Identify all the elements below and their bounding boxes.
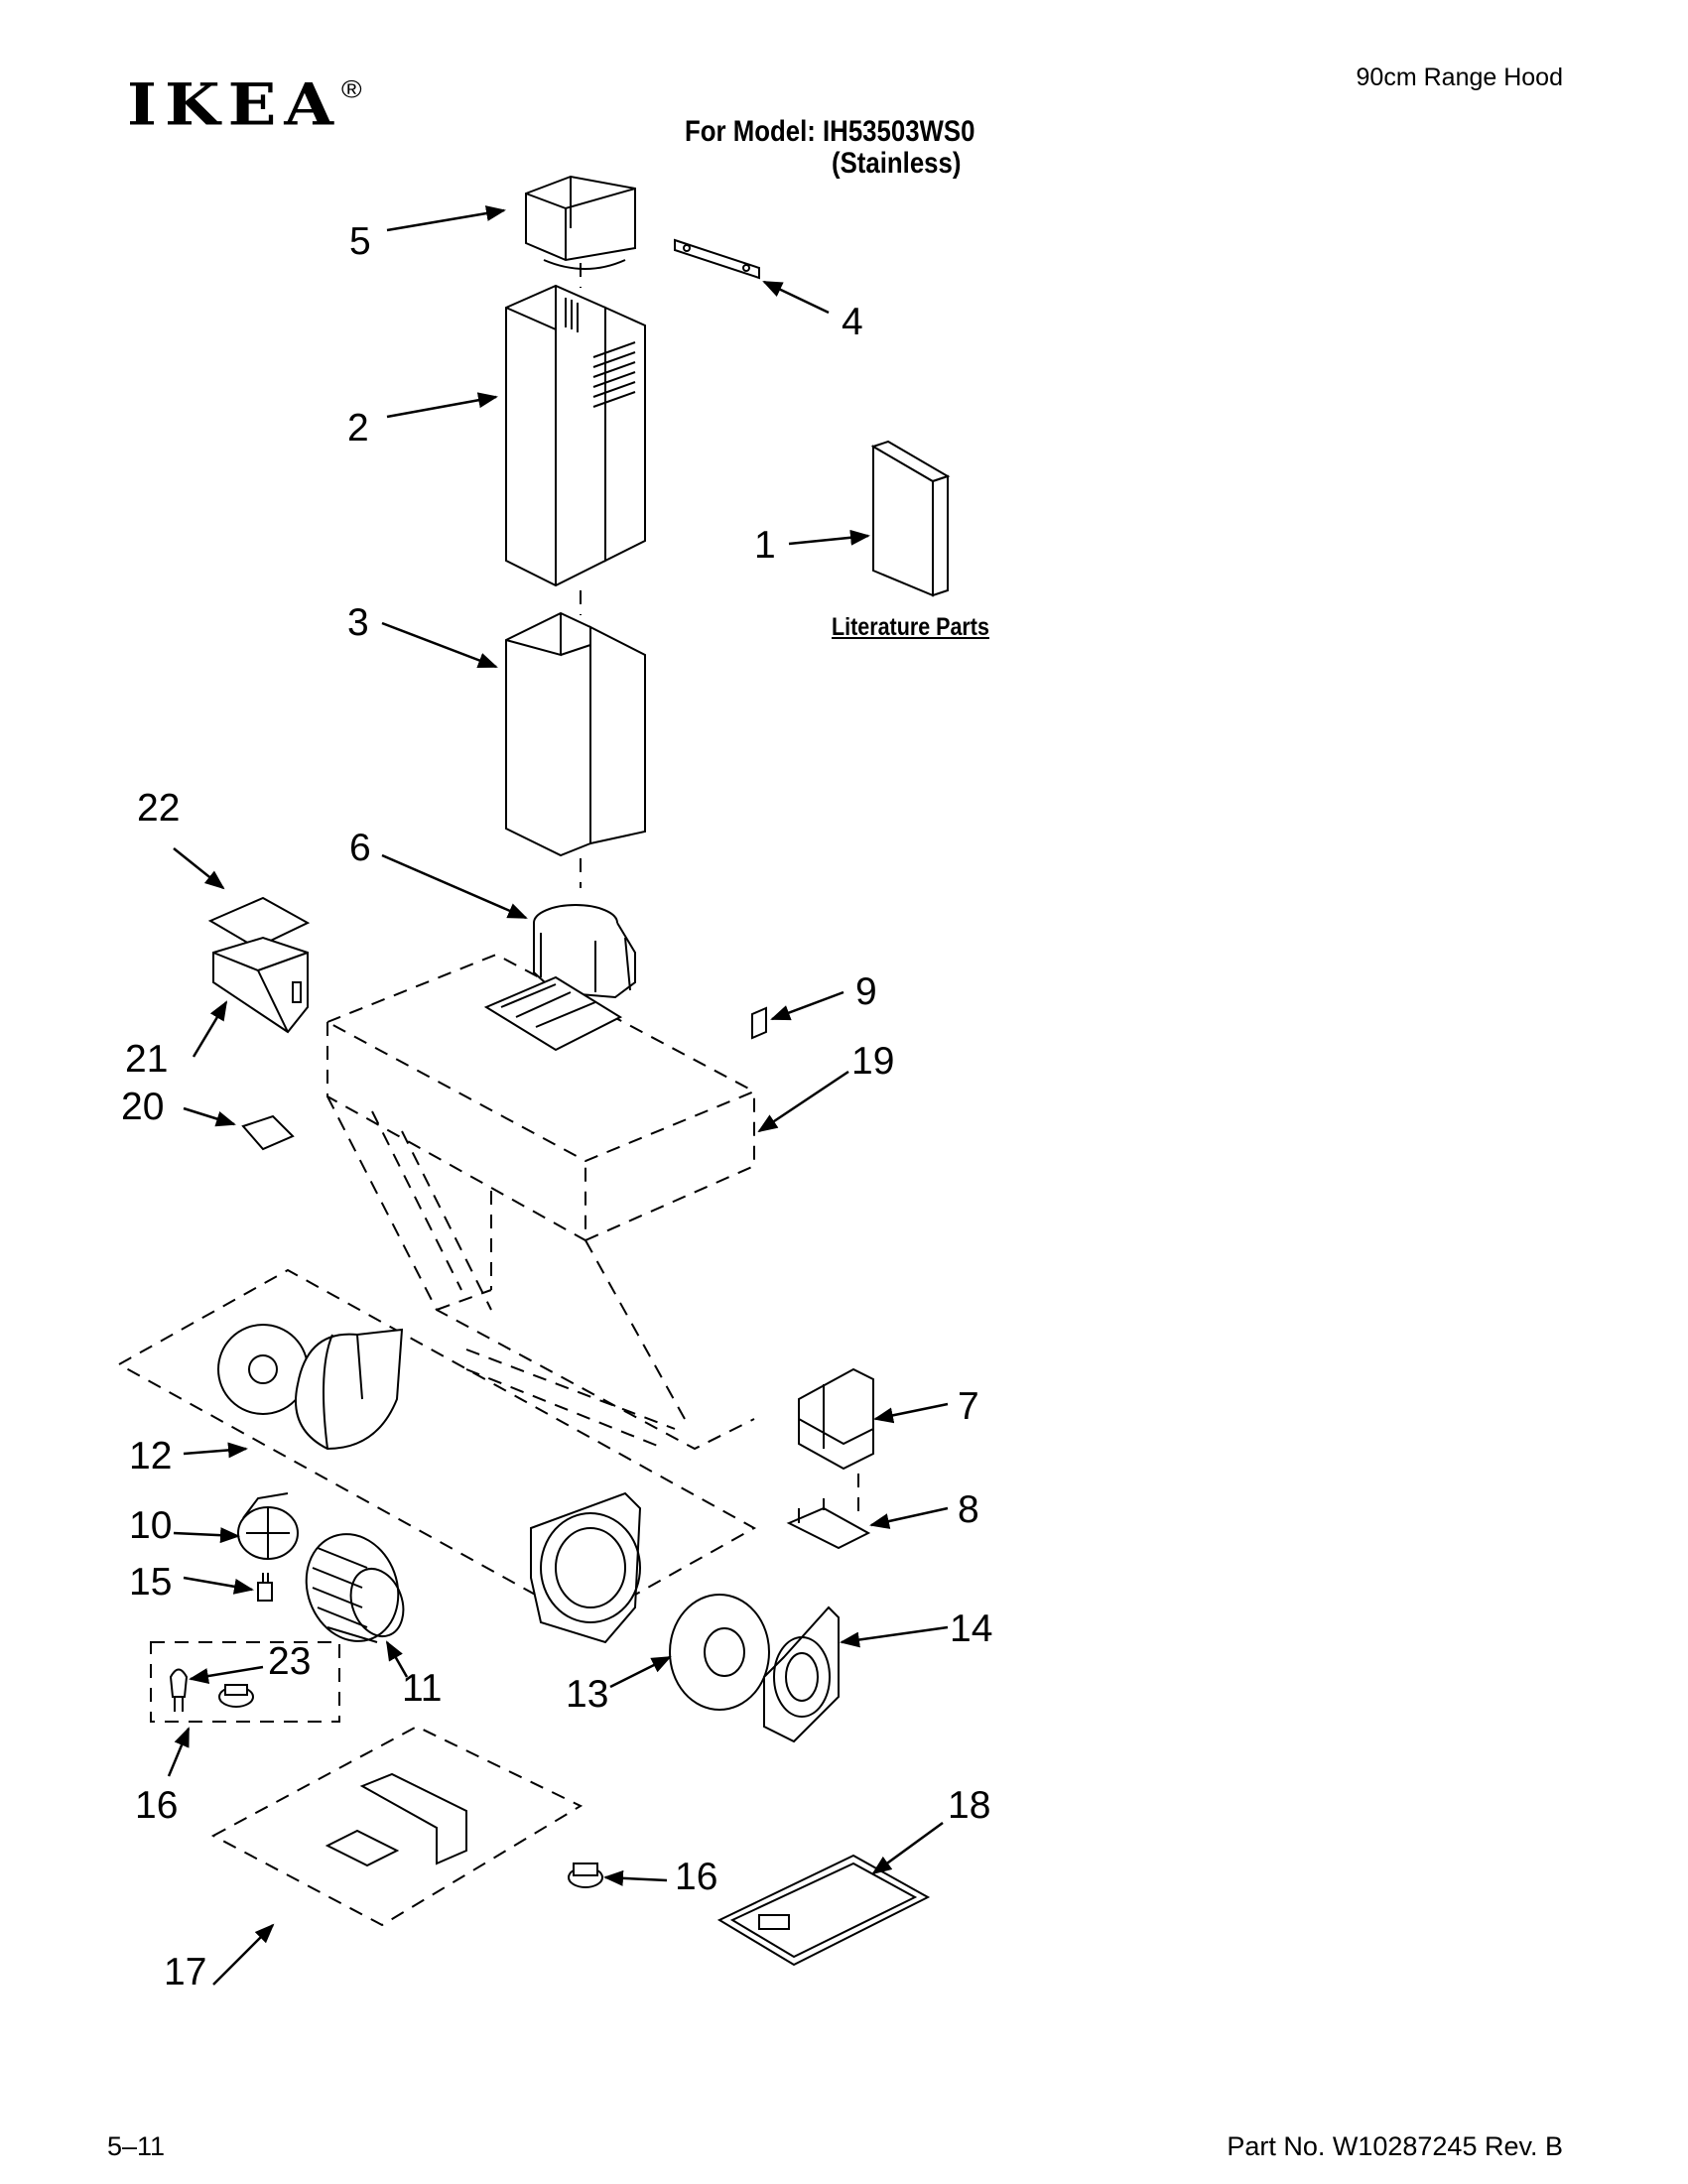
part-number: Part No. W10287245 Rev. B xyxy=(1227,2131,1563,2161)
callout-2: 2 xyxy=(347,407,369,450)
part-3-lower-chimney xyxy=(505,611,646,857)
part-8-plate xyxy=(786,1498,871,1550)
callout-16: 16 xyxy=(135,1784,179,1827)
callout-18: 18 xyxy=(948,1784,991,1827)
callout-6: 6 xyxy=(349,827,371,869)
part-20-connector xyxy=(241,1114,295,1151)
part-16-knob xyxy=(568,1863,603,1888)
part-17-control-group xyxy=(210,1725,584,1927)
callout-22: 22 xyxy=(137,787,181,830)
callout-15: 15 xyxy=(129,1561,173,1604)
part-2-upper-chimney xyxy=(505,284,646,587)
part-16-light-group xyxy=(150,1641,340,1723)
callout-9: 9 xyxy=(855,970,877,1013)
logo-text: IKEA xyxy=(127,71,341,140)
callout-13: 13 xyxy=(566,1673,609,1716)
part-18-grease-filter xyxy=(716,1854,931,1967)
callout-20: 20 xyxy=(121,1086,165,1128)
callout-1: 1 xyxy=(754,524,776,567)
callout-23: 23 xyxy=(268,1640,312,1683)
part-12-blower-housing xyxy=(116,1268,757,1624)
callout-16-knob: 16 xyxy=(675,1856,718,1898)
callout-arrows xyxy=(167,205,949,1986)
part-14-grille-cover xyxy=(763,1606,840,1743)
part-13-housing-ring xyxy=(530,1491,642,1644)
part-10-motor xyxy=(237,1492,299,1560)
callout-12: 12 xyxy=(129,1435,173,1477)
callout-4: 4 xyxy=(842,301,863,343)
part-control-board xyxy=(483,975,623,1052)
model-line: For Model: IH53503WS0 xyxy=(685,115,975,148)
callout-7: 7 xyxy=(958,1385,979,1428)
callout-14: 14 xyxy=(950,1607,993,1650)
brand-logo: IKEA® xyxy=(127,77,362,135)
part-11-blower-wheel xyxy=(305,1533,405,1643)
part-19-hood-body xyxy=(325,953,757,1451)
variant-line: (Stainless) xyxy=(832,147,962,180)
part-5-duct-transition xyxy=(525,175,636,270)
literature-parts-label: Literature Parts xyxy=(832,613,989,641)
page-number: 5–11 xyxy=(107,2131,166,2161)
part-7-bracket-assembly xyxy=(798,1367,874,1471)
part-22-plate xyxy=(207,896,311,950)
callout-5: 5 xyxy=(349,220,371,263)
callout-11: 11 xyxy=(402,1667,443,1710)
callout-8: 8 xyxy=(958,1488,979,1531)
part-15-capacitor xyxy=(257,1573,273,1602)
callout-10: 10 xyxy=(129,1504,173,1547)
callout-17: 17 xyxy=(164,1951,207,1993)
callout-19: 19 xyxy=(851,1040,895,1083)
registered-mark: ® xyxy=(341,75,362,104)
part-1-literature xyxy=(870,440,951,597)
part-9-clip xyxy=(751,1006,767,1040)
callout-21: 21 xyxy=(125,1038,169,1081)
callout-3: 3 xyxy=(347,601,369,644)
part-motor-plate xyxy=(669,1594,770,1711)
part-21-box xyxy=(212,936,309,1034)
part-4-bracket xyxy=(674,238,760,280)
document-title: 90cm Range Hood xyxy=(1356,64,1563,91)
